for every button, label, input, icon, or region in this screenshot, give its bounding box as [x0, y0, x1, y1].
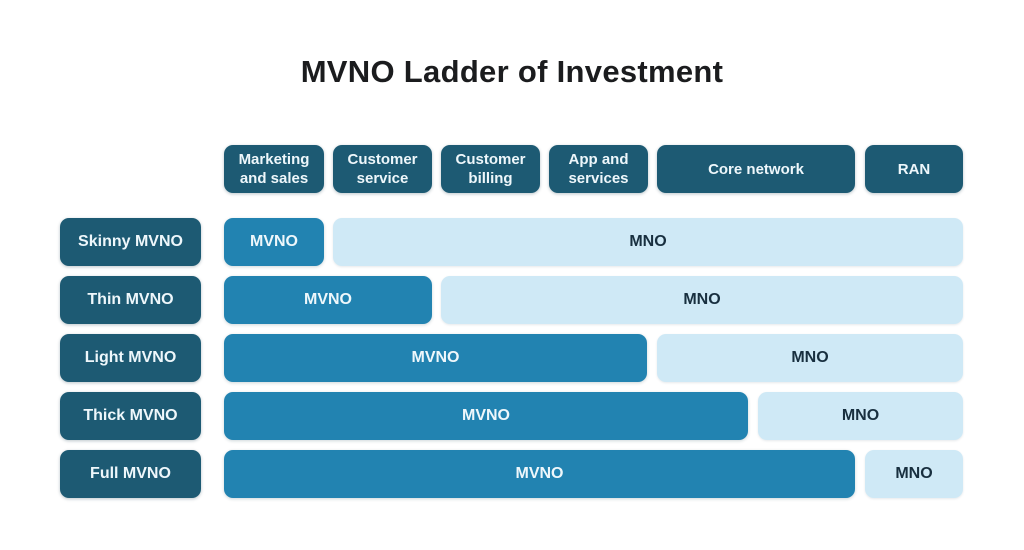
- mvno-bar-text: MVNO: [515, 465, 564, 482]
- mno-bar-text: MNO: [841, 407, 880, 424]
- row-label-thin-mvno: Thin MVNO: [60, 276, 201, 324]
- mvno-bar-full: MVNO: [224, 450, 855, 498]
- column-header-customer-service: Customer service: [333, 145, 432, 193]
- row-label-thick-mvno: Thick MVNO: [60, 392, 201, 440]
- column-header-ran: RAN: [865, 145, 963, 193]
- row-label-text: Thin MVNO: [87, 291, 174, 308]
- column-header-label: App and services: [568, 151, 629, 187]
- column-header-label: RAN: [897, 160, 931, 178]
- row-label-text: Skinny MVNO: [78, 233, 183, 250]
- mvno-bar-light: MVNO: [224, 334, 647, 382]
- mvno-bar-text: MVNO: [304, 291, 352, 308]
- mno-bar-text: MNO: [791, 349, 829, 366]
- mno-bar-text: MNO: [629, 233, 667, 250]
- row-label-text: Full MVNO: [90, 465, 171, 482]
- row-label-light-mvno: Light MVNO: [60, 334, 201, 382]
- column-header-core-network: Core network: [657, 145, 855, 193]
- mvno-bar-thin: MVNO: [224, 276, 432, 324]
- mno-bar-text: MNO: [683, 291, 721, 308]
- mno-bar-full: MNO: [865, 450, 963, 498]
- mno-bar-text: MNO: [895, 465, 933, 482]
- row-label-text: Light MVNO: [84, 349, 177, 366]
- column-header-customer-billing: Customer billing: [441, 145, 540, 193]
- column-header-label: Customer billing: [455, 151, 526, 187]
- mvno-bar-text: MVNO: [462, 407, 510, 424]
- column-header-label: Marketing and sales: [238, 151, 310, 187]
- mno-bar-thick: MNO: [758, 392, 963, 440]
- column-header-label: Customer service: [347, 151, 418, 187]
- row-label-full-mvno: Full MVNO: [60, 450, 201, 498]
- mno-bar-thin: MNO: [441, 276, 963, 324]
- column-header-marketing-and-sales: Marketing and sales: [224, 145, 324, 193]
- page-title: MVNO Ladder of Investment: [300, 54, 724, 89]
- mno-bar-light: MNO: [657, 334, 963, 382]
- mvno-bar-text: MVNO: [250, 233, 298, 250]
- column-header-label: Core network: [708, 160, 804, 178]
- mno-bar-skinny: MNO: [333, 218, 963, 266]
- row-label-skinny-mvno: Skinny MVNO: [60, 218, 201, 266]
- column-header-app-and-services: App and services: [549, 145, 648, 193]
- mvno-bar-text: MVNO: [411, 349, 460, 366]
- mvno-bar-skinny: MVNO: [224, 218, 324, 266]
- mvno-bar-thick: MVNO: [224, 392, 748, 440]
- row-label-text: Thick MVNO: [83, 407, 178, 424]
